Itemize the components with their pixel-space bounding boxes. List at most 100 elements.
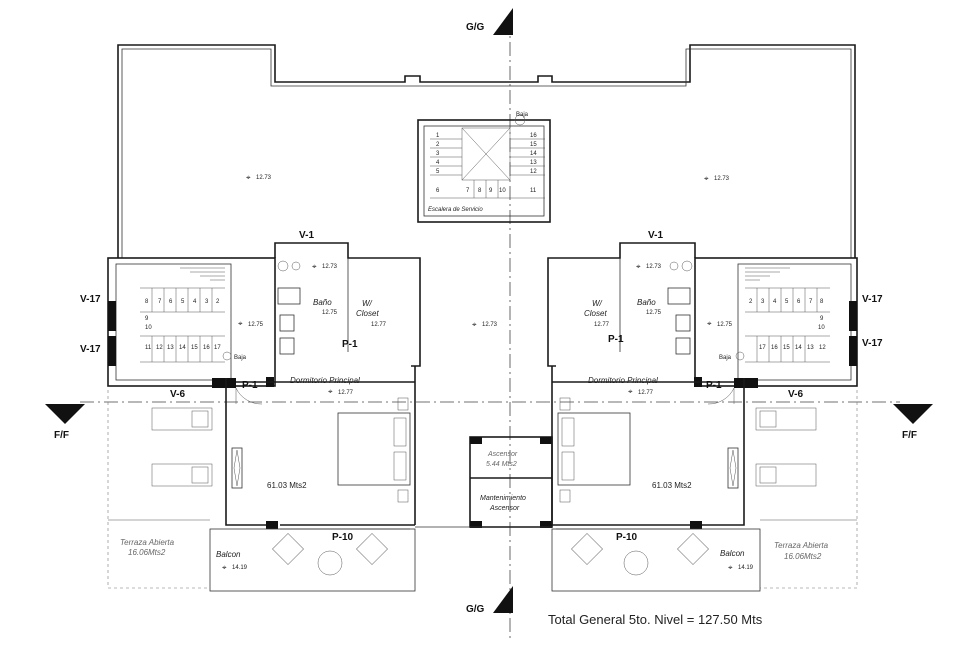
left-stair-step: 7	[158, 299, 162, 305]
right-stair-step: 17	[759, 345, 766, 351]
left-stair-step: 17	[214, 345, 221, 351]
left-stair-step: 6	[169, 299, 173, 305]
section-marker-left	[45, 404, 85, 424]
chair-right-1	[571, 533, 603, 565]
right-stair-step: 8	[820, 299, 824, 305]
service-step-6: 6	[436, 188, 440, 194]
right-stair-step: 2	[749, 299, 753, 305]
closet-label-2-right: Closet	[584, 309, 607, 318]
closet-label-1-right: W/	[592, 299, 603, 308]
terrace-label-right: Terraza Abierta	[774, 541, 829, 550]
svg-text:⌖: ⌖	[312, 262, 317, 271]
maintenance-label-2: Ascensor	[489, 505, 520, 512]
terrace-area-left: 16.06Mts2	[128, 548, 166, 557]
left-stair-step: 12	[156, 345, 163, 351]
bedroom-label-left: Dormitorio Principal	[290, 376, 360, 385]
service-step-7: 7	[466, 188, 470, 194]
door-p10-right: P-10	[616, 532, 638, 543]
svg-text:⌖: ⌖	[328, 387, 333, 396]
service-step-15: 15	[530, 142, 537, 148]
service-step-11: 11	[530, 188, 537, 194]
level-balcon-right: 14.19	[738, 565, 754, 571]
chair-right-2	[677, 533, 709, 565]
section-label-left: F/F	[54, 430, 69, 441]
chair-left-2	[356, 533, 388, 565]
left-stair-step: 11	[145, 345, 152, 351]
section-marker-top	[493, 8, 513, 35]
service-step-14: 14	[530, 151, 537, 157]
service-step-5: 5	[436, 169, 440, 175]
roof-outline	[117, 44, 856, 258]
door-p1-bedroom-left: P-1	[242, 380, 258, 391]
terrace-area-right: 16.06Mts2	[784, 552, 822, 561]
left-stair-step: 15	[191, 345, 198, 351]
section-label-bottom: G/G	[466, 604, 485, 615]
service-step-13: 13	[530, 160, 537, 166]
closet-label-1-left: W/	[362, 299, 373, 308]
level-roof-right: 12.73	[714, 176, 730, 182]
level-bed-right: 12.77	[638, 390, 654, 396]
section-label-right: F/F	[902, 430, 917, 441]
right-stair-down: Baja	[719, 355, 732, 361]
window-v17-right-bottom: V-17	[862, 338, 883, 349]
service-step-10: 10	[499, 188, 506, 194]
service-step-4: 4	[436, 160, 440, 166]
svg-text:⌖: ⌖	[628, 387, 633, 396]
window-v17-right-top: V-17	[862, 294, 883, 305]
section-marker-right	[893, 404, 933, 424]
left-stair-step: 5	[181, 299, 185, 305]
bath-label-right: Baño	[637, 298, 656, 307]
svg-text:⌖: ⌖	[222, 563, 227, 572]
window-v6-left: V-6	[170, 389, 185, 400]
door-p1-closet-left: P-1	[342, 339, 358, 350]
window-v1-left: V-1	[299, 230, 314, 241]
svg-text:⌖: ⌖	[728, 563, 733, 572]
door-p1-closet-right: P-1	[608, 334, 624, 345]
level-stair-right: 12.75	[717, 322, 733, 328]
elevator-core: Ascensor 5.44 Mts2 Mantenimiento Ascenso…	[415, 436, 553, 528]
left-stair-step: 3	[205, 299, 209, 305]
level-bath-top-right: 12.73	[646, 264, 662, 270]
service-step-16: 16	[530, 133, 537, 139]
right-stair-step: 3	[761, 299, 765, 305]
service-step-8: 8	[478, 188, 482, 194]
left-stair-step: 2	[216, 299, 220, 305]
service-step-1: 1	[436, 133, 440, 139]
roof-levels: ⌖ 12.73 ⌖ 12.73 ⌖ 12.73	[246, 173, 730, 329]
level-bath-right: 12.75	[646, 310, 662, 316]
right-stair-step: 13	[807, 345, 814, 351]
lounger-right-1	[755, 407, 817, 431]
elevator-label: Ascensor	[487, 451, 518, 458]
lounger-left-1	[151, 407, 213, 431]
window-v17-left-bottom: V-17	[80, 344, 101, 355]
level-roof-left: 12.73	[256, 175, 272, 181]
svg-text:⌖: ⌖	[472, 320, 477, 329]
level-stair-left: 12.75	[248, 322, 264, 328]
closet-label-2-left: Closet	[356, 309, 379, 318]
table-right	[623, 550, 649, 576]
window-v6-right: V-6	[788, 389, 803, 400]
service-step-3: 3	[436, 151, 440, 157]
level-bath-top-left: 12.73	[322, 264, 338, 270]
bath-label-left: Baño	[313, 298, 332, 307]
lounger-left-2	[151, 463, 213, 487]
service-stair-down: Baja	[516, 112, 529, 118]
lounger-right-2	[755, 463, 817, 487]
section-label-top: G/G	[466, 22, 485, 33]
bedroom-label-right: Dormitorio Principal	[588, 376, 658, 385]
balcon-label-left: Balcon	[216, 550, 241, 559]
level-bath-left: 12.75	[322, 310, 338, 316]
left-stair-step: 4	[193, 299, 197, 305]
left-stair-step: 13	[167, 345, 174, 351]
section-marker-bottom	[493, 586, 513, 613]
left-stair-step: 10	[145, 325, 152, 331]
level-bed-left: 12.77	[338, 390, 354, 396]
level-closet-left: 12.77	[371, 322, 387, 328]
service-step-12: 12	[530, 169, 537, 175]
level-hall: 12.73	[482, 322, 498, 328]
svg-text:⌖: ⌖	[238, 319, 243, 328]
right-unit: 2 3 4 5 6 7 8 9 10 17 16 15 14 13 12 Baj…	[547, 230, 883, 592]
maintenance-label-1: Mantenimiento	[480, 495, 526, 502]
svg-text:⌖: ⌖	[246, 173, 251, 182]
